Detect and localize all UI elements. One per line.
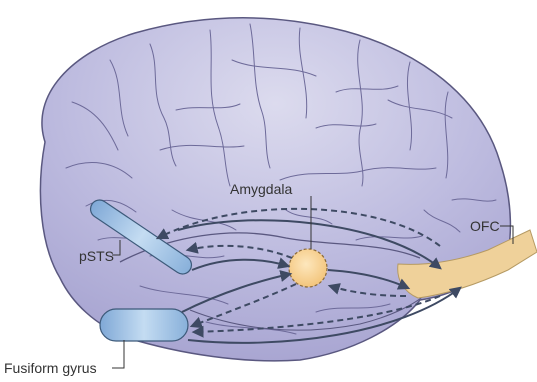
ofc-label: OFC <box>470 218 500 234</box>
fusiform-label: Fusiform gyrus <box>4 360 97 376</box>
fusiform-region <box>100 309 188 341</box>
amygdala-label: Amygdala <box>230 181 292 197</box>
amygdala-region <box>289 249 327 287</box>
psts-label: pSTS <box>79 248 114 264</box>
fusiform-leader <box>112 340 124 368</box>
